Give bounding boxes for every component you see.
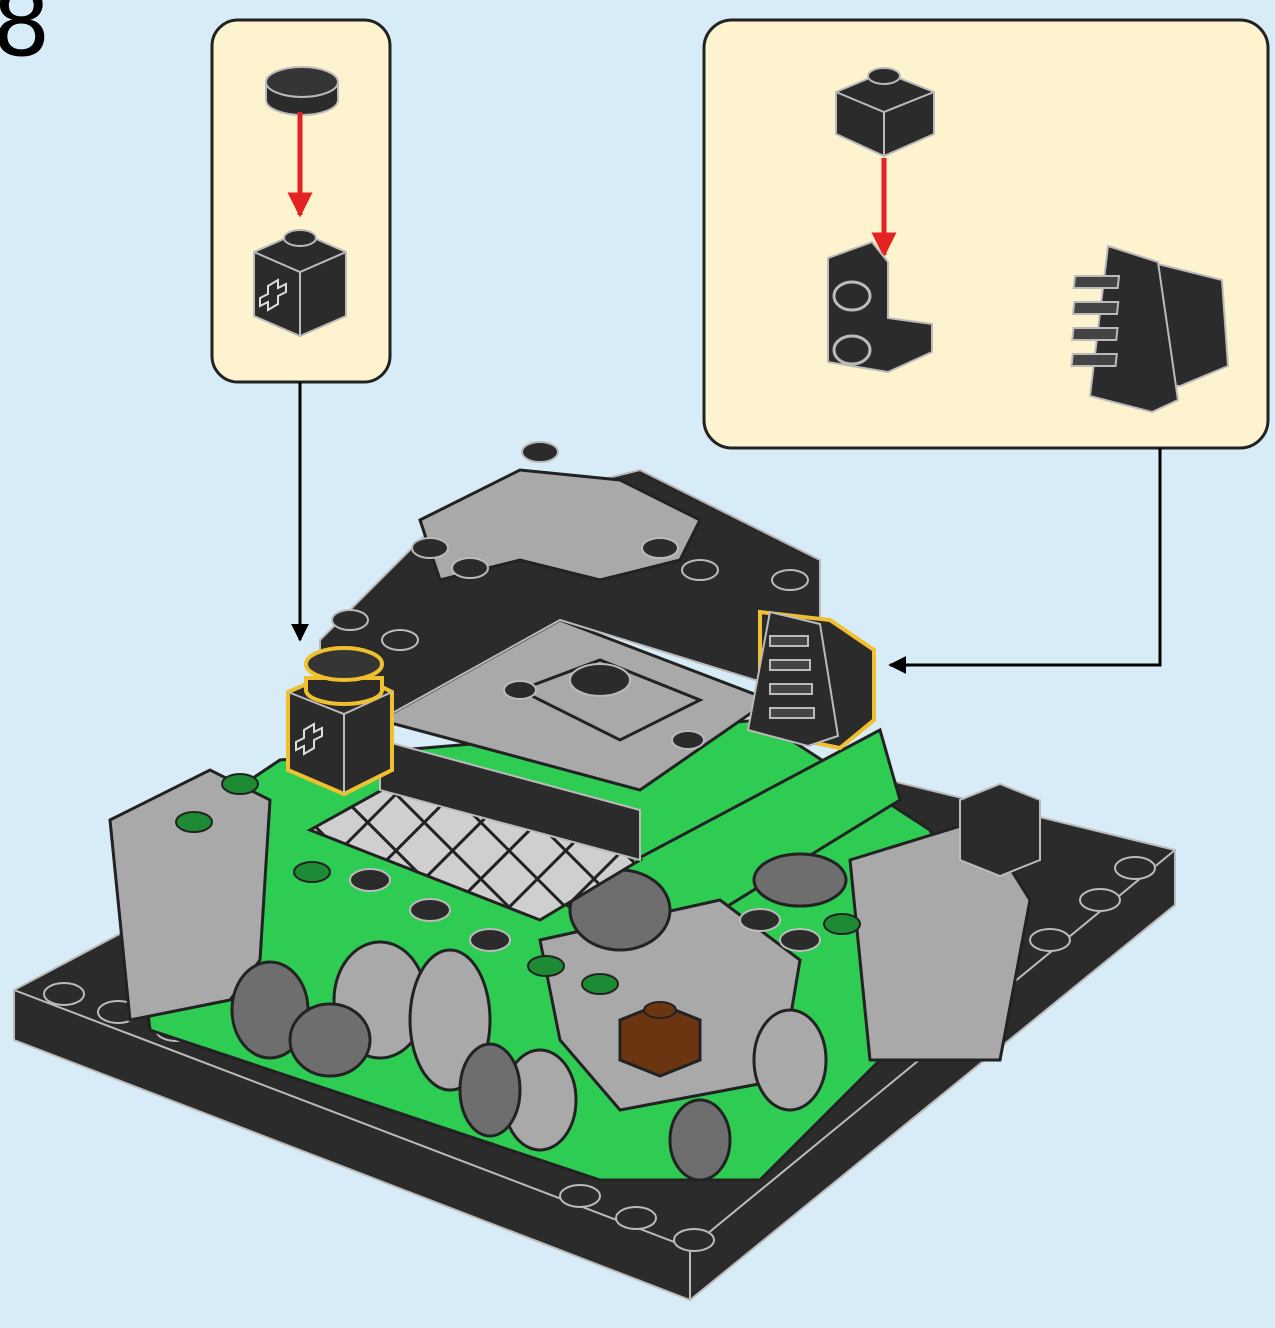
callout-left <box>212 20 390 382</box>
new-slope-right <box>748 612 874 748</box>
new-brick-left <box>288 648 392 794</box>
brick-1x1-axle-hole-icon <box>254 230 346 336</box>
pointer-arrow-right <box>890 448 1160 665</box>
callout-right <box>704 20 1268 448</box>
assembly-model-icon <box>14 442 1175 1300</box>
round-plate-1x1-icon <box>266 67 338 115</box>
